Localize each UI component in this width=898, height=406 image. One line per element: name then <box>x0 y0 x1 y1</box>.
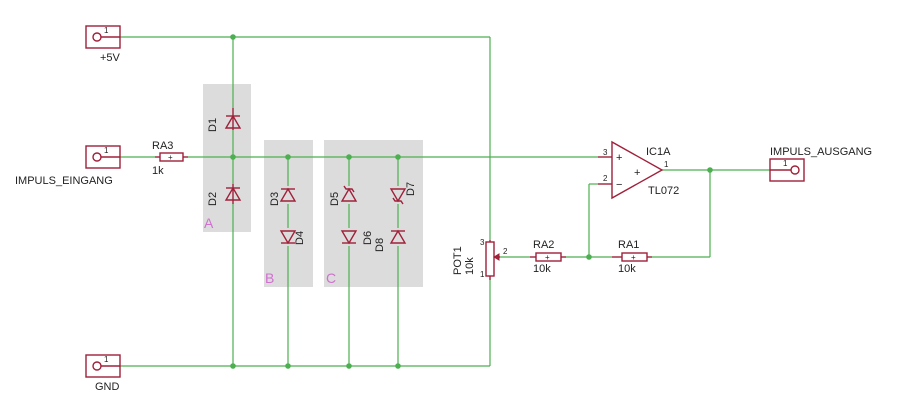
diode-d7: D7 <box>389 182 417 205</box>
junctions <box>230 34 713 369</box>
group-a-box <box>203 84 251 232</box>
potentiometer-pot1: 3 1 2 POT1 10k <box>452 238 508 280</box>
svg-text:2: 2 <box>503 247 508 256</box>
svg-text:TL072: TL072 <box>648 185 679 197</box>
svg-text:IC1A: IC1A <box>646 146 671 158</box>
svg-text:+: + <box>634 167 640 179</box>
svg-text:D5: D5 <box>329 192 341 206</box>
connector-output: 1 IMPULS_AUSGANG <box>769 146 872 182</box>
svg-text:+: + <box>168 153 173 162</box>
svg-text:1: 1 <box>664 160 669 169</box>
input-label: IMPULS_EINGANG <box>15 175 113 187</box>
svg-text:1: 1 <box>783 159 788 168</box>
svg-text:3: 3 <box>480 238 485 247</box>
opamp-ic1a: + − + 3 2 1 IC1A TL072 <box>598 140 679 200</box>
svg-text:3: 3 <box>603 148 608 157</box>
svg-text:1: 1 <box>104 146 109 155</box>
svg-text:RA2: RA2 <box>533 239 554 251</box>
svg-text:1k: 1k <box>152 165 164 177</box>
wires <box>120 36 770 367</box>
diode-d4: D4 <box>279 230 306 245</box>
svg-text:1: 1 <box>480 270 485 279</box>
svg-text:D8: D8 <box>374 238 386 252</box>
svg-text:+: + <box>631 253 636 262</box>
diode-d8: D8 <box>374 229 407 252</box>
diode-d3: D3 <box>269 187 297 206</box>
resistor-ra1: + RA1 10k <box>612 239 652 275</box>
svg-text:D7: D7 <box>405 182 417 196</box>
group-a-label: A <box>204 215 214 231</box>
svg-text:10k: 10k <box>464 257 476 275</box>
diode-d2: D2 <box>207 184 242 206</box>
svg-text:10k: 10k <box>533 263 551 275</box>
svg-text:RA3: RA3 <box>152 140 173 152</box>
resistor-ra2: + RA2 10k <box>530 239 566 275</box>
vcc-label: +5V <box>100 52 121 64</box>
diode-d1: D1 <box>207 108 242 132</box>
svg-text:10k: 10k <box>618 263 636 275</box>
group-b-label: B <box>265 270 274 286</box>
svg-text:+: + <box>616 152 622 164</box>
svg-text:D4: D4 <box>294 231 306 245</box>
svg-text:D2: D2 <box>207 192 219 206</box>
svg-text:2: 2 <box>603 174 608 183</box>
svg-text:1: 1 <box>104 355 109 364</box>
svg-text:1: 1 <box>104 26 109 35</box>
connector-input: 1 IMPULS_EINGANG <box>15 145 121 187</box>
svg-text:RA1: RA1 <box>618 239 639 251</box>
gnd-label: GND <box>95 381 120 393</box>
group-c-box <box>324 140 423 287</box>
svg-text:+: + <box>545 253 550 262</box>
svg-text:D1: D1 <box>207 118 219 132</box>
svg-text:D6: D6 <box>362 231 374 245</box>
diode-d5: D5 <box>329 185 358 206</box>
output-label: IMPULS_AUSGANG <box>770 146 872 158</box>
svg-text:−: − <box>616 179 622 191</box>
diode-d6: D6 <box>340 230 374 245</box>
connector-gnd: 1 GND <box>85 354 121 393</box>
connector-vcc: 1 +5V <box>85 25 121 64</box>
group-c-label: C <box>326 270 336 286</box>
svg-text:D3: D3 <box>269 192 281 206</box>
svg-text:POT1: POT1 <box>452 246 464 275</box>
resistor-ra3: + RA3 1k <box>152 140 188 177</box>
